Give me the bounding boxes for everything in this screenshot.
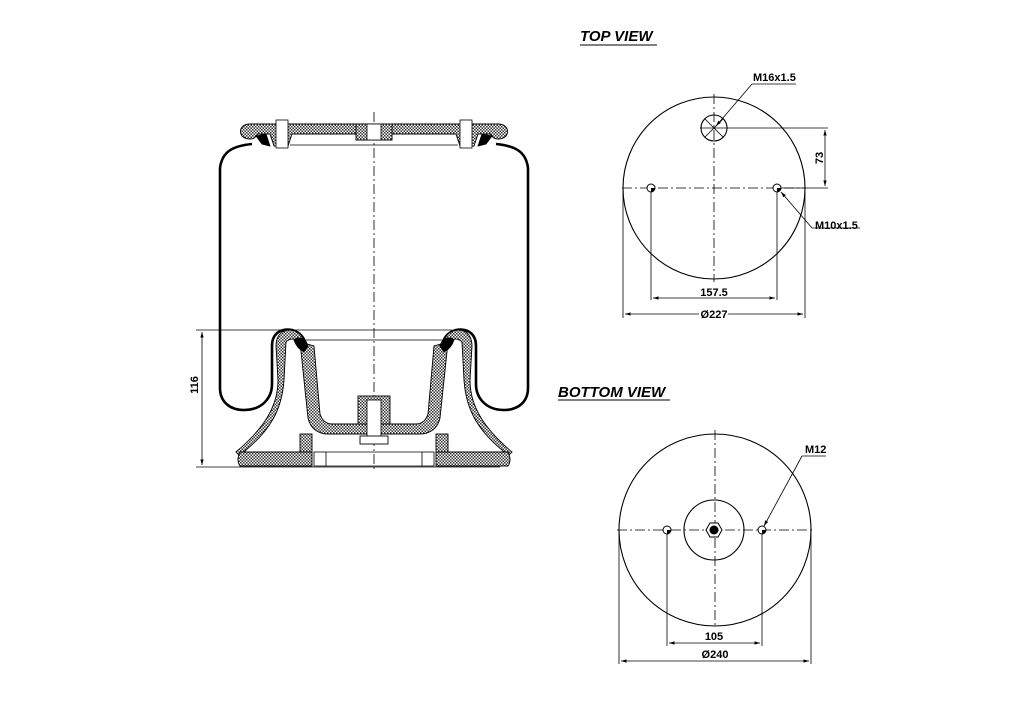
piston-seal-right	[439, 337, 455, 353]
center-bolt	[366, 399, 382, 441]
m12-leader	[763, 455, 803, 527]
bottom-view: BOTTOM VIEW M12 105 Ø240	[558, 384, 826, 664]
height-dimension-label: 116	[189, 376, 201, 394]
offset-dimension-label: 73	[814, 152, 826, 164]
m16-leader	[715, 83, 753, 127]
base-hole-left	[313, 451, 327, 467]
bolt-head	[359, 435, 389, 445]
bead-seal-right	[477, 133, 493, 147]
piston-hub-circle	[683, 499, 745, 561]
base-post-left	[299, 433, 313, 455]
top-stud-right	[459, 119, 473, 149]
stud-marker-left	[651, 188, 655, 192]
piston-cup	[299, 341, 449, 435]
m10-leader	[780, 191, 813, 229]
piston-shell-right	[441, 329, 513, 457]
stud-spacing-label: 157.5	[700, 287, 728, 299]
base-plate-right	[435, 451, 511, 467]
bead-seal-left	[255, 133, 271, 147]
base-post-right	[435, 433, 449, 455]
center-bolt-dot	[709, 525, 719, 535]
piston-seal-left	[293, 337, 309, 353]
bellows-membrane-right	[440, 142, 530, 412]
bolt-marker-left	[667, 530, 671, 534]
bottom-diameter-label: Ø240	[702, 649, 729, 661]
top-stud-left	[275, 119, 289, 149]
side-view: 116	[189, 112, 530, 472]
base-hole-right	[421, 451, 435, 467]
top-view-title: TOP VIEW	[580, 28, 654, 45]
air-port	[366, 123, 382, 141]
top-view: TOP VIEW M16x1.5 73 M10x1.5 157.5	[580, 28, 860, 323]
bottom-view-title: BOTTOM VIEW	[558, 384, 667, 401]
base-plate-left	[237, 451, 313, 467]
m10-label: M10x1.5	[815, 220, 858, 232]
bolt-marker-right	[762, 530, 766, 534]
m12-label: M12	[805, 444, 826, 456]
m16-label: M16x1.5	[753, 72, 796, 84]
bolt-spacing-label: 105	[705, 631, 723, 643]
bellows-membrane	[218, 142, 308, 412]
top-diameter-label: Ø227	[701, 309, 728, 321]
stud-marker-right	[777, 188, 781, 192]
piston-shell	[235, 329, 307, 457]
